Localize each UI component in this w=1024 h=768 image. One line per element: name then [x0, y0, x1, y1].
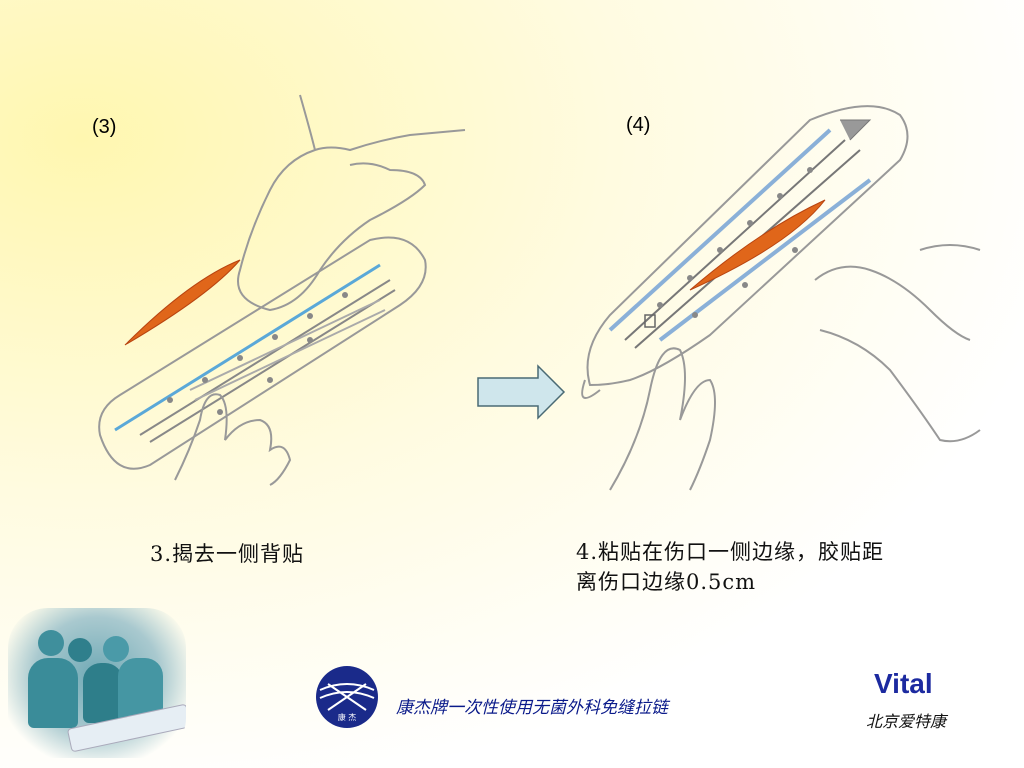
incision-shape: [689, 199, 826, 291]
brand-name: Vital: [874, 668, 933, 699]
product-name: 康杰牌一次性使用无菌外科免缝拉链: [396, 698, 668, 718]
zipper-device: [98, 236, 427, 470]
incision-shape: [124, 259, 241, 346]
step-4-label: (4): [626, 114, 651, 136]
lower-hand: [174, 393, 292, 486]
company-logo: 康 杰: [316, 666, 378, 728]
left-hand: [609, 347, 716, 491]
step-3-label: (3): [92, 116, 117, 138]
step-4-illustration: [581, 105, 981, 491]
upper-hand: [237, 94, 466, 312]
brand-subtitle: 北京爱特康: [866, 712, 947, 731]
step-4-caption: 4.粘贴在伤口一侧边缘，胶贴距 离伤口边缘0.5cm: [576, 540, 885, 594]
step-3-illustration: [98, 94, 466, 486]
next-step-arrow: [477, 364, 566, 420]
logo-text: 康 杰: [338, 712, 357, 722]
surgery-photo: [8, 608, 186, 758]
step-3-caption: 3.揭去一侧背贴: [150, 542, 305, 566]
right-hand: [814, 265, 981, 443]
zipper-device: [586, 105, 909, 387]
